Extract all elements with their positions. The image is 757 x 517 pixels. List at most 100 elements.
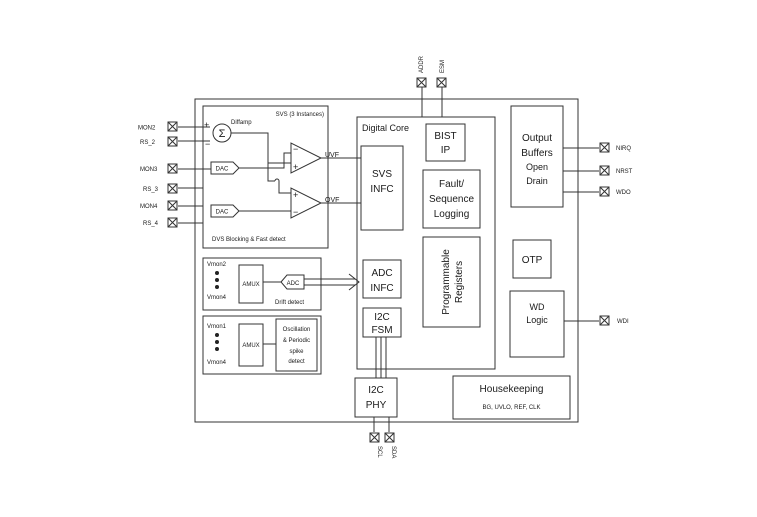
bist-line2: IP: [441, 145, 451, 156]
drift-amux: [238, 264, 264, 304]
uvf-label: UVF: [325, 152, 339, 159]
dac-bottom: [210, 204, 240, 218]
pin-wdo-label: WDO: [616, 190, 631, 196]
digital-core-title: Digital Core: [362, 123, 409, 133]
diffamp-minus: −: [205, 139, 210, 149]
i2c-phy-box: [354, 377, 398, 418]
pin-mon2: [167, 121, 178, 132]
prog-line1: Programmable: [441, 249, 452, 315]
bist-ip-box: [425, 123, 466, 162]
osc-detect-box: [275, 318, 318, 372]
ob-line4: Drain: [526, 176, 548, 186]
pin-esm: [436, 77, 447, 88]
sigma-symbol: Σ: [219, 128, 226, 140]
pin-wdo: [599, 186, 610, 197]
comp-uv-plus: +: [293, 162, 298, 172]
pin-scl-label: SCL: [376, 446, 382, 458]
i2c-phy-line1: I2C: [368, 385, 384, 396]
svs-block-title: SVS (3 Instances): [276, 112, 324, 118]
dac-top: [210, 161, 240, 175]
ob-line2: Buffers: [521, 148, 553, 159]
output-buffers-box: [510, 105, 564, 208]
adc-infc-box: [362, 259, 402, 299]
wd-line2: Logic: [526, 315, 548, 325]
pin-rs2-label: RS_2: [140, 140, 156, 146]
osc-amux-label: AMUX: [242, 343, 259, 349]
adc-infc-line1: ADC: [371, 268, 392, 279]
fault-line1: Fault/: [439, 179, 464, 190]
diffamp-label: Diffamp: [231, 120, 252, 126]
drift-label: Drift detect: [275, 300, 304, 306]
prog-registers-box: [422, 236, 481, 328]
osc-amux: [238, 323, 264, 367]
pin-sda: [384, 432, 395, 443]
pin-nrst: [599, 165, 610, 176]
drift-amux-label: AMUX: [242, 282, 259, 288]
wd-logic-box: [509, 290, 565, 358]
i2c-phy-line2: PHY: [366, 400, 387, 411]
adc-bus-arrow: [348, 273, 360, 291]
fault-logging-box: [422, 169, 481, 229]
housekeeping-subtitle: BG, UVLO, REF, CLK: [482, 405, 540, 411]
osc-label-line1: Oscillation: [283, 327, 311, 333]
pin-nirq: [599, 142, 610, 153]
osc-dot: [215, 333, 219, 337]
comparator-ov: [290, 187, 323, 219]
osc-label-line3: spike: [289, 349, 304, 355]
housekeeping-box: [452, 375, 571, 420]
comp-ov-minus: −: [293, 207, 298, 217]
osc-dot: [215, 340, 219, 344]
pin-nirq-label: NIRQ: [616, 146, 631, 152]
fault-line3: Logging: [434, 209, 470, 220]
pin-mon2-label: MON2: [138, 126, 156, 132]
pin-esm-label: ESM: [440, 60, 446, 73]
drift-dot: [215, 271, 219, 275]
pin-mon3-label: MON3: [140, 167, 158, 173]
pin-wdi-label: WDI: [617, 319, 629, 325]
i2c-fsm-line2: FSM: [371, 325, 392, 336]
ob-line3: Open: [526, 162, 548, 172]
comp-uv-minus: −: [293, 144, 298, 154]
drift-adc: [280, 274, 305, 290]
osc-vmon-top: Vmon1: [207, 324, 227, 330]
pin-mon4: [167, 200, 178, 211]
pin-addr: [416, 77, 427, 88]
pin-rs4: [167, 217, 178, 228]
drift-dot: [215, 285, 219, 289]
ovf-label: OVF: [325, 197, 339, 204]
drift-vmon-top: Vmon2: [207, 262, 227, 268]
svs-block-footer: DVS Blocking & Fast detect: [212, 237, 286, 243]
otp-label: OTP: [522, 255, 543, 266]
pin-rs4-label: RS_4: [143, 221, 159, 227]
svs-internal-wires: [231, 132, 291, 212]
bist-line1: BIST: [434, 131, 456, 142]
svs-infc-box: [360, 145, 404, 231]
comp-ov-plus: +: [293, 190, 298, 200]
pin-wdi: [599, 315, 610, 326]
dac-bottom-label: DAC: [216, 210, 229, 216]
pin-nrst-label: NRST: [616, 169, 633, 175]
svs-infc-line1: SVS: [372, 169, 392, 180]
osc-label-line4: detect: [288, 359, 305, 365]
dac-top-label: DAC: [216, 167, 229, 173]
diffamp-plus: +: [204, 120, 209, 130]
osc-label-line2: & Periodic: [283, 338, 310, 344]
pin-scl: [369, 432, 380, 443]
prog-line2: Registers: [454, 261, 465, 303]
adc-infc-line2: INFC: [370, 283, 393, 294]
svs-infc-line2: INFC: [370, 184, 393, 195]
left-pins: [178, 126, 211, 224]
pin-sda-label: SDA: [390, 446, 396, 458]
housekeeping-title: Housekeeping: [480, 384, 544, 395]
osc-vmon-bottom: Vmon4: [207, 360, 227, 366]
pin-rs2: [167, 136, 178, 147]
fault-line2: Sequence: [429, 194, 474, 205]
i2c-fsm-line1: I2C: [374, 312, 390, 323]
comparator-uv: [290, 142, 323, 174]
drift-adc-label: ADC: [287, 281, 300, 287]
wd-line1: WD: [530, 302, 545, 312]
drift-dot: [215, 278, 219, 282]
pin-rs3-label: RS_3: [143, 187, 159, 193]
i2c-fsm-box: [362, 307, 402, 338]
